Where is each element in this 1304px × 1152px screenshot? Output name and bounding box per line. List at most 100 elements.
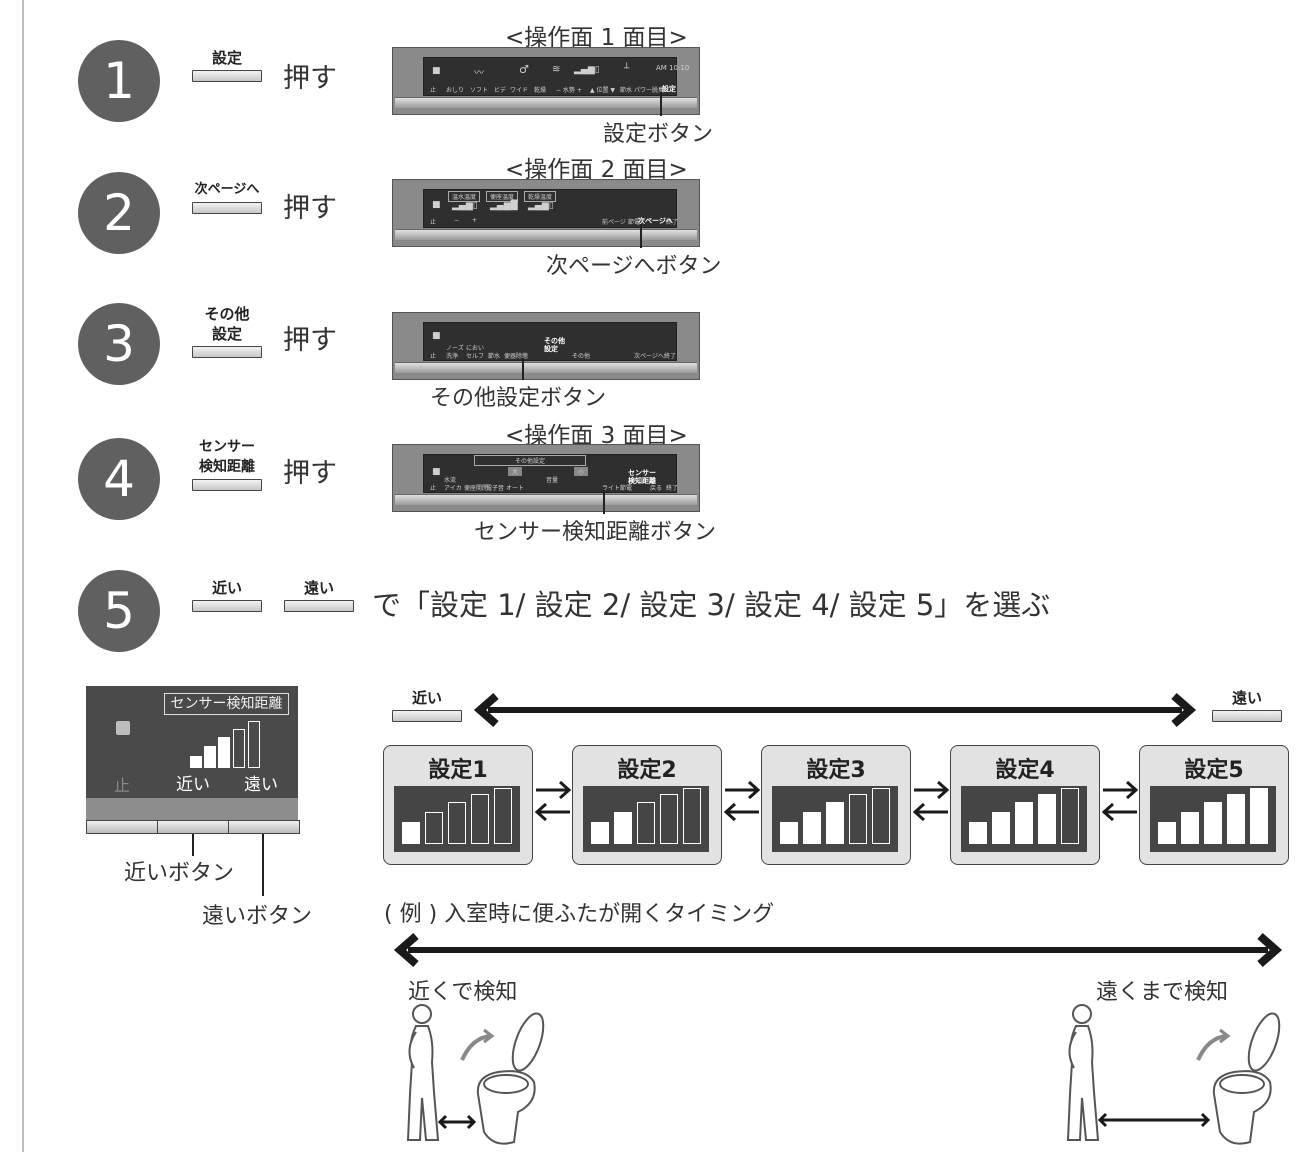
far-button-label: 遠い (303, 579, 334, 597)
leader-line (603, 490, 605, 514)
person-icon (1072, 1004, 1092, 1024)
level-bar (969, 822, 987, 844)
far-person-toilet-illustration (1066, 1004, 1281, 1145)
near-label: 近い (176, 775, 210, 795)
scale-near-button[interactable]: 近い (392, 688, 462, 722)
screen-3-callout: その他設定ボタン (430, 386, 607, 411)
leader-line (192, 834, 194, 856)
panel-highlight-settings: 設定 (662, 85, 676, 93)
button-bar (284, 600, 354, 612)
panel-highlight-sensor-distance: センサー 検知距離 (628, 469, 656, 485)
panel-display: ■ 温水温度 便座温度 乾燥温度 ▂▄▆▯ ▂▄▆█ ▂▄▆▯ 止 − + 前ペ… (423, 189, 678, 228)
step-1-button[interactable]: 設定 (192, 48, 262, 82)
scale-far-button[interactable]: 遠い (1212, 688, 1282, 722)
control-panel-screen-1: ■ 〰 ♂ ≋ ▂▄▆▯ ┴ AM 10:10 止 おしり ソフト ビデ ワイド… (392, 47, 700, 115)
level-bar (425, 812, 443, 844)
level-bar (218, 737, 230, 768)
step-2-action: 押す (283, 193, 337, 224)
level-bar (780, 822, 798, 844)
level-bar (1038, 794, 1056, 844)
level-bar (992, 812, 1010, 844)
level-bar (660, 794, 678, 844)
setting-3-box: 設定3 (761, 745, 911, 865)
level-bar (637, 802, 655, 844)
remote-near-button[interactable] (157, 820, 229, 834)
panel-button-strip (395, 494, 697, 505)
setting-4-box: 設定4 (950, 745, 1100, 865)
level-bar (402, 822, 420, 844)
remote-panel-band (86, 798, 298, 820)
level-bar (803, 812, 821, 844)
setting-level-display (583, 786, 709, 852)
step-4-number: 4 (78, 438, 160, 520)
level-bar (1158, 822, 1176, 844)
step-5-near-button[interactable]: 近い (192, 578, 262, 612)
setting-2-box: 設定2 (572, 745, 722, 865)
button-bar (192, 202, 262, 214)
screen-2-callout: 次ページへボタン (546, 254, 722, 279)
leader-line (262, 834, 264, 896)
button-bar (1212, 710, 1282, 722)
panel-button-strip (395, 362, 697, 373)
level-bar (849, 794, 867, 844)
control-panel-screen-4: その他設定 ■ 止 水流 アイカ 便座開閉 電子音 オート 大 小 音量 ライト… (392, 444, 700, 512)
leader-line (640, 224, 642, 248)
button-bar (192, 70, 262, 82)
level-bar (1204, 802, 1222, 844)
step-3-button-label-1: その他 (204, 305, 250, 323)
scale-near-label: 近い (411, 689, 442, 707)
remote-far-button[interactable] (228, 820, 300, 834)
near-person-toilet-illustration (406, 1004, 545, 1145)
near-button-label: 近い (211, 579, 242, 597)
level-bar (1250, 788, 1268, 844)
setting-label: 設定1 (428, 758, 488, 783)
control-panel-screen-2: ■ 温水温度 便座温度 乾燥温度 ▂▄▆▯ ▂▄▆█ ▂▄▆▯ 止 − + 前ペ… (392, 179, 700, 247)
step-3-action: 押す (283, 325, 337, 356)
step-2-number: 2 (78, 172, 160, 254)
setting-label: 設定5 (1184, 758, 1244, 783)
step-2-button-label: 次ページへ (194, 182, 260, 197)
far-label: 遠い (244, 775, 278, 795)
screen-1-callout: 設定ボタン (603, 122, 714, 147)
setting-label: 設定4 (995, 758, 1055, 783)
setting-1-box: 設定1 (383, 745, 533, 865)
step-3-number: 3 (78, 303, 160, 385)
step-3-button-label-2: 設定 (211, 325, 242, 343)
panel-highlight-next-page: 次ページへ (638, 217, 673, 225)
panel-clock: AM 10:10 (656, 64, 690, 72)
screen-2-title: <操作面 2 面目> (505, 157, 688, 183)
leader-line (660, 92, 662, 116)
scale-double-arrow (473, 692, 1197, 728)
level-bar (204, 746, 216, 768)
person-icon (412, 1004, 432, 1024)
step-1-number: 1 (78, 40, 160, 122)
remote-stop-button[interactable] (86, 820, 158, 834)
step-5-far-button[interactable]: 遠い (284, 578, 354, 612)
remote-display: センサー検知距離 止 近い 遠い (86, 686, 298, 834)
level-bar (614, 812, 632, 844)
step-4-action: 押す (283, 458, 337, 489)
setting-transition-arrows (534, 780, 572, 822)
step-4-button[interactable]: センサー 検知距離 (192, 437, 262, 491)
step-3-button[interactable]: その他 設定 (192, 304, 262, 358)
left-margin-rule (22, 0, 24, 1152)
level-bar (1227, 794, 1245, 844)
step-1-action: 押す (283, 63, 337, 94)
setting-transition-arrows (723, 780, 761, 822)
setting-label: 設定3 (806, 758, 866, 783)
level-bar (872, 788, 890, 844)
setting-level-display (1150, 786, 1276, 852)
setting-level-display (394, 786, 520, 852)
level-bar (190, 756, 202, 768)
button-bar (192, 479, 262, 491)
level-bar (1061, 788, 1079, 844)
control-panel-screen-3: ■ 止 ノーズ 洗浄 におい セルフ 節水 便器除菌 その他 設定 その他 次ペ… (392, 312, 700, 380)
far-detect-label: 遠くまで検知 (1096, 980, 1229, 1005)
detection-range-arrow (393, 932, 1283, 968)
level-bar (1015, 802, 1033, 844)
level-bar (248, 721, 260, 768)
panel-highlight-other-settings: その他 設定 (544, 337, 565, 353)
step-2-button[interactable]: 次ページへ (192, 180, 262, 214)
screen-1-title: <操作面 1 面目> (505, 25, 688, 51)
panel-button-strip (395, 229, 697, 240)
